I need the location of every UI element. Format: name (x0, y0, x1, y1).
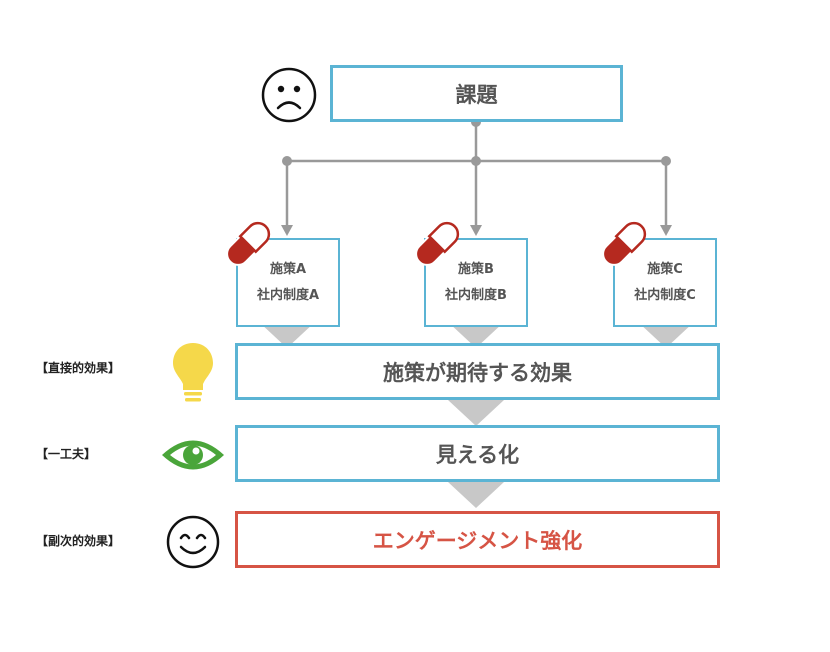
direct-effect-label: 施策が期待する効果 (383, 360, 572, 385)
measure-detail: 社内制度B (445, 287, 507, 303)
lightbulb-icon (173, 343, 213, 402)
issue-box: 課題 (330, 65, 623, 122)
eye-icon (162, 440, 224, 470)
direct-effect-tag: 【直接的効果】 (36, 361, 121, 375)
pill-capsule-icon (415, 221, 460, 266)
flow-triangle-effect (448, 400, 504, 426)
engagement-label: エンゲージメント強化 (372, 528, 583, 553)
device-tag: 【一工夫】 (36, 447, 97, 461)
engagement-box: エンゲージメント強化 (235, 511, 720, 568)
measure-box-c: 施策C 社内制度C (613, 238, 717, 327)
flow-triangle-visual (448, 482, 504, 508)
direct-effect-box: 施策が期待する効果 (235, 343, 720, 400)
issue-label: 課題 (455, 82, 498, 107)
pill-capsule-icon (602, 221, 647, 266)
measure-detail: 社内制度A (256, 287, 320, 303)
flow-triangle-b (448, 322, 504, 348)
measure-name: 施策C (647, 261, 683, 277)
smile-face-icon (166, 515, 220, 569)
measure-name: 施策A (269, 261, 307, 277)
measure-name: 施策B (458, 261, 494, 277)
secondary-effect-tag: 【副次的効果】 (36, 534, 121, 548)
sad-face-icon (261, 67, 317, 123)
visualization-box: 見える化 (235, 425, 720, 482)
flow-triangle-c (638, 322, 694, 348)
flow-triangle-a (259, 322, 315, 348)
measure-detail: 社内制度C (634, 287, 696, 303)
pill-capsule-icon (226, 221, 271, 266)
visualization-label: 見える化 (435, 442, 520, 467)
